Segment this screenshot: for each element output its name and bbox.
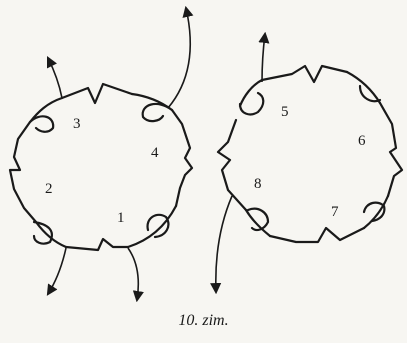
left-ring-arrow-top [46, 55, 63, 99]
label-1: 1 [117, 210, 125, 226]
left-ring-socket-bottom-right [126, 204, 178, 249]
right-ring-outline [216, 64, 404, 244]
label-6: 6 [358, 133, 366, 149]
label-7: 7 [331, 204, 339, 220]
right-ring-arrow-top [258, 31, 270, 83]
left-ring-arrow-upper-right [167, 5, 194, 109]
left-ring-socket-top-left [28, 96, 64, 133]
figure-caption: 10. zim. [178, 312, 229, 329]
label-4: 4 [151, 145, 159, 161]
label-5: 5 [281, 104, 289, 120]
left-ring-socket-top-right [130, 92, 174, 123]
label-3: 3 [73, 116, 81, 132]
label-2: 2 [45, 181, 53, 197]
right-ring-socket-bottom-right [362, 194, 390, 230]
right-ring-socket-bottom-left [244, 207, 272, 238]
left-ring [8, 82, 194, 252]
left-ring-arrow-bottom-right [127, 247, 144, 303]
left-ring-arrow-bottom-left [46, 247, 67, 296]
left-ring-socket-bottom-left [32, 220, 68, 249]
right-ring-socket-top-left [238, 78, 265, 116]
right-ring-socket-top-right [345, 70, 382, 105]
right-ring-arrow-bottom [210, 195, 233, 295]
left-ring-outline [8, 82, 194, 252]
right-ring [216, 64, 404, 244]
label-8: 8 [254, 176, 262, 192]
